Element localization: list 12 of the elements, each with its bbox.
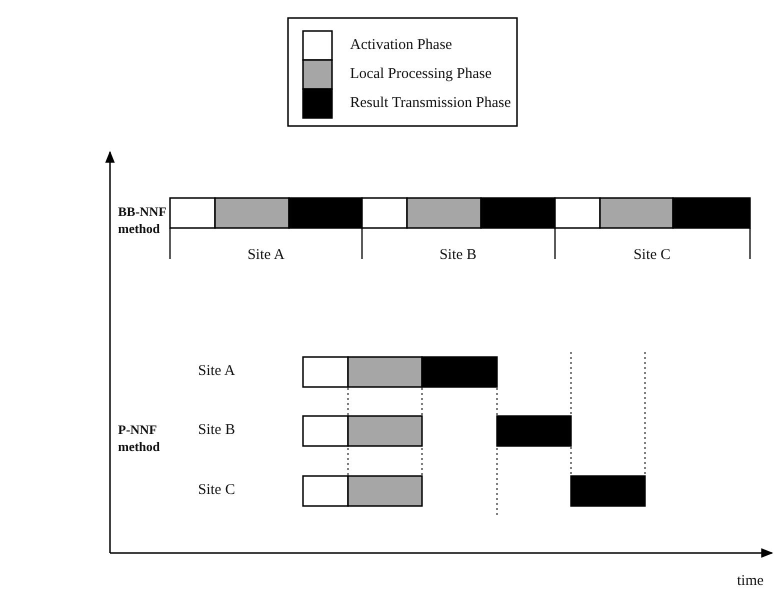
row-label: BB-NNF method bbox=[118, 203, 167, 237]
site-label: Site C bbox=[198, 481, 236, 499]
row-label: P-NNF method bbox=[118, 421, 161, 455]
site-label: Site C bbox=[633, 246, 671, 264]
legend-label: Activation Phase bbox=[350, 36, 452, 54]
site-label: Site A bbox=[198, 362, 236, 380]
legend-label: Local Processing Phase bbox=[350, 65, 492, 83]
site-label: Site B bbox=[439, 246, 477, 264]
legend-label: Result Transmission Phase bbox=[350, 94, 511, 112]
site-label: Site B bbox=[198, 421, 236, 439]
axis-label: time bbox=[737, 572, 764, 590]
site-label: Site A bbox=[247, 246, 285, 264]
